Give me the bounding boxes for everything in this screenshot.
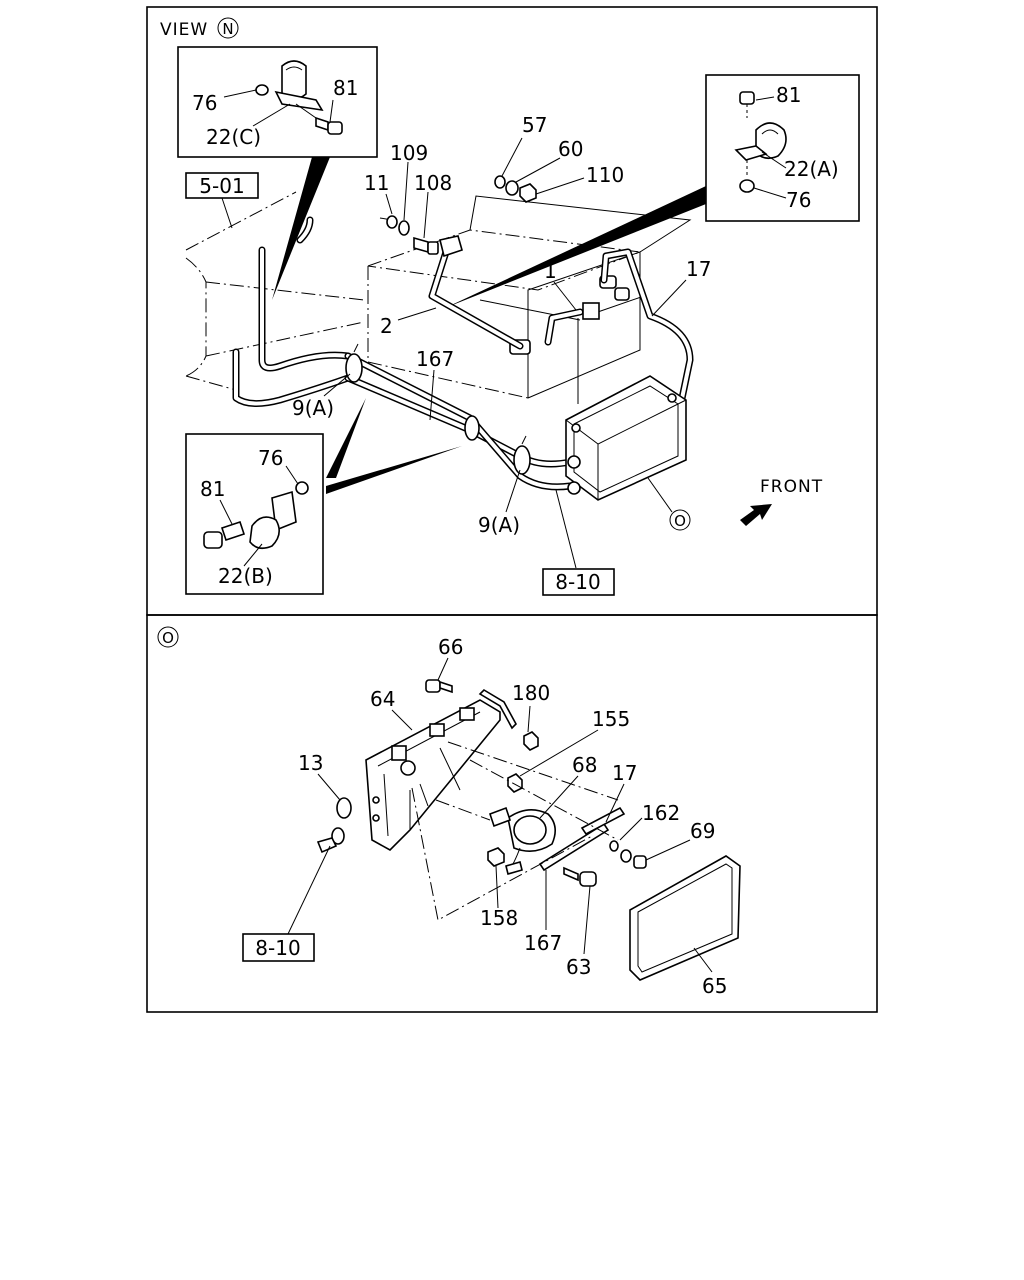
front-label: FRONT [760,477,823,497]
label-p-17-bottom: 17 [612,761,637,785]
label-p-63: 63 [566,955,591,979]
inset-clamp-c [177,46,378,158]
harness-167-b [344,352,574,491]
inset-b-pointer-2 [326,398,366,478]
clamp-a-drawing [734,91,787,193]
label-p-17: 17 [686,257,711,281]
label-a-81: 81 [776,83,801,107]
view-title: VIEW [160,20,208,40]
label-b-22b: 22(B) [218,564,273,588]
label-p-65: 65 [702,974,727,998]
label-p-155: 155 [592,707,630,731]
label-p-60: 60 [558,137,583,161]
inset-c-pointer [272,157,330,300]
clamp-b-drawing [203,481,309,550]
ref-box-8-10-bottom [242,933,315,962]
inset-clamp-b [185,433,324,595]
label-a-22a: 22(A) [784,157,839,181]
bolt-69 [609,840,647,869]
label-p-1: 1 [544,259,557,283]
label-p-2: 2 [380,314,393,338]
frame-rail [185,191,365,391]
relay-68 [488,806,556,875]
label-p-108: 108 [414,171,452,195]
base-plate-64 [365,699,501,851]
fuse-158 [487,847,505,867]
grommet-13 [316,797,352,854]
label-p-11: 11 [364,171,389,195]
parts-11-109-108 [379,215,463,258]
label-p-64: 64 [370,687,395,711]
inset-clamp-a [705,74,860,222]
label-p-109: 109 [390,141,428,165]
detail-marker-top: O [674,512,686,530]
lower-panel-frame [146,614,878,1013]
ref-box-8-10-top [542,568,615,596]
detail-marker-circle-bottom [157,626,179,648]
parts-57-60-110 [494,175,537,203]
label-p-167: 167 [416,347,454,371]
label-p-57: 57 [522,113,547,137]
clamp-9a-right [513,435,531,475]
rod-167 [538,806,626,872]
label-p-69: 69 [690,819,715,843]
cover-65 [629,855,741,981]
label-p-167-bottom: 167 [524,931,562,955]
clamp-c-drawing [255,60,343,135]
label-p-68: 68 [572,753,597,777]
view-marker: N [222,20,233,38]
nut-155 [507,773,523,793]
clamp-9a-left [345,343,363,383]
inset-a-pointer [445,186,706,308]
bolt-66 [425,679,453,694]
label-p-9a-1: 9(A) [292,396,334,420]
label-c-22c: 22(C) [206,125,261,149]
cable-2 [428,248,524,350]
screw-63 [563,866,597,887]
view-marker-circle [217,17,239,39]
stud-180 [478,688,539,751]
label-p-158: 158 [480,906,518,930]
label-a-76: 76 [786,188,811,212]
label-p-162: 162 [642,801,680,825]
label-p-180: 180 [512,681,550,705]
inset-b-pointer-1 [326,446,462,494]
detail-marker-bottom: O [162,629,174,647]
label-p-66: 66 [438,635,463,659]
cable-left [258,246,352,372]
label-b-81: 81 [200,477,225,501]
ref-5-01: 5-01 [199,174,244,198]
clamp-mid [464,415,480,441]
ref-8-10-bottom: 8-10 [255,936,300,960]
detail-marker-circle-top [669,509,691,531]
front-arrow-icon [740,504,772,526]
label-c-81: 81 [333,76,358,100]
label-b-76: 76 [258,446,283,470]
label-p-9a-2: 9(A) [478,513,520,537]
relay-box [565,375,687,501]
label-p-13: 13 [298,751,323,775]
ref-8-10-top: 8-10 [555,570,600,594]
label-c-76: 76 [192,91,217,115]
label-p-110: 110 [586,163,624,187]
